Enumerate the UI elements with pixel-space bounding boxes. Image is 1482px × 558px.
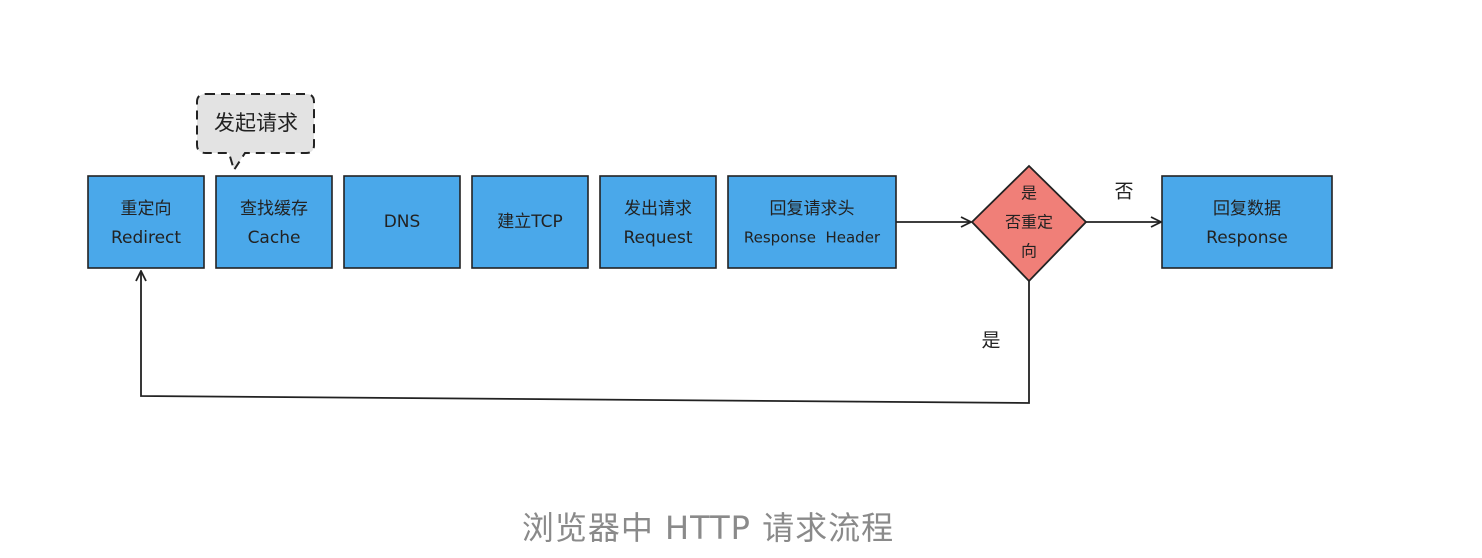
- callout-text: 发起请求: [214, 111, 298, 135]
- step-redirect-label-cn: 重定向: [121, 199, 172, 219]
- step-response-data-label-cn: 回复数据: [1213, 199, 1281, 219]
- decision-label-line1: 是: [1021, 184, 1037, 203]
- edge-no-label: 否: [1114, 181, 1133, 203]
- step-response-header-label-cn: 回复请求头: [770, 199, 855, 219]
- start-request-callout: 发起请求: [196, 93, 315, 173]
- step-tcp: 建立TCP: [471, 175, 589, 269]
- step-request-label-en: Request: [623, 228, 692, 248]
- step-response-data: 回复数据 Response: [1161, 175, 1333, 269]
- step-response-data-label-en: Response: [1206, 228, 1288, 248]
- edge-decision-yes: [141, 272, 1030, 404]
- step-cache: 查找缓存 Cache: [215, 175, 333, 269]
- step-redirect: 重定向 Redirect: [87, 175, 205, 269]
- step-response-header-label-en: Response Header: [744, 229, 881, 247]
- step-cache-label-cn: 查找缓存: [240, 199, 308, 219]
- decision-redirect: 是 否重定 向: [970, 164, 1088, 283]
- edge-yes-label: 是: [981, 330, 1000, 352]
- step-dns: DNS: [343, 175, 461, 269]
- step-dns-label: DNS: [384, 212, 421, 232]
- step-cache-label-en: Cache: [248, 228, 301, 248]
- figure-caption: 浏览器中 HTTP 请求流程: [521, 509, 895, 547]
- step-redirect-label-en: Redirect: [111, 228, 181, 248]
- step-request: 发出请求 Request: [599, 175, 717, 269]
- step-tcp-label: 建立TCP: [497, 212, 563, 232]
- step-response-header: 回复请求头 Response Header: [727, 175, 897, 269]
- decision-label-line3: 向: [1021, 242, 1037, 261]
- decision-label-line2: 否重定: [1005, 213, 1053, 232]
- step-request-label-cn: 发出请求: [624, 199, 692, 219]
